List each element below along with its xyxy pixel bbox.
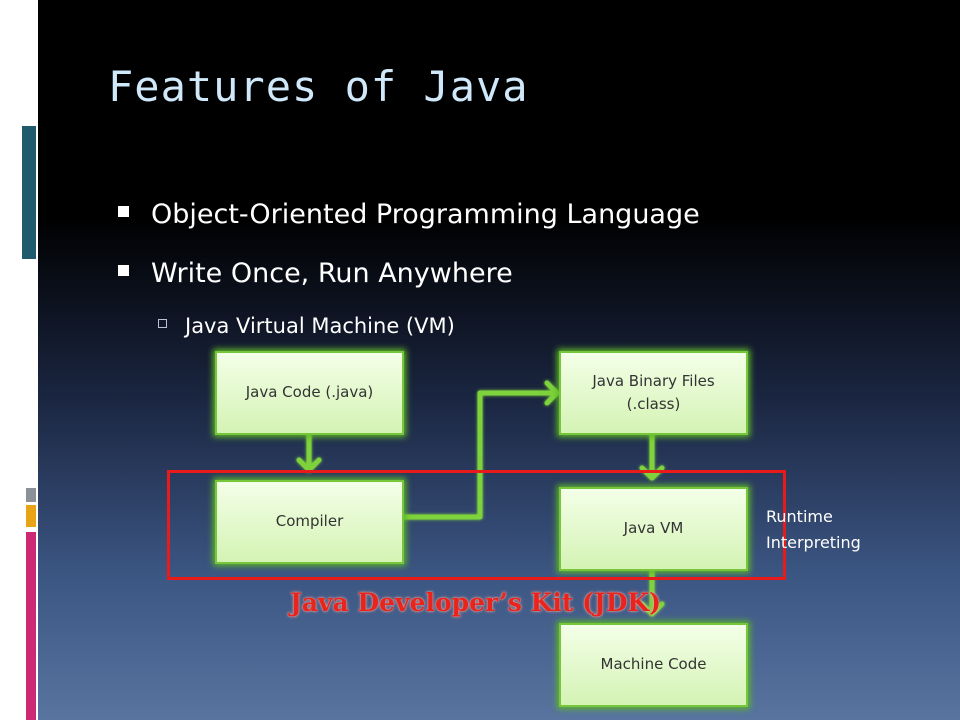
- runtime-interpreting-label: Runtime Interpreting: [766, 504, 861, 555]
- accent-bar-gray: [26, 488, 36, 502]
- java-vm-box: Java VM: [559, 487, 748, 571]
- bullet-text: Object-Oriented Programming Language: [151, 199, 700, 230]
- arrowhead-compiler-to-binary: [544, 380, 560, 406]
- hollow-square-bullet-icon: [158, 318, 167, 328]
- sub-bullet-text: Java Virtual Machine (VM): [185, 314, 455, 338]
- java-binary-files-box: Java Binary Files (.class): [559, 351, 748, 435]
- square-bullet-icon: [118, 265, 129, 276]
- binary-label-line2: (.class): [626, 395, 681, 413]
- square-bullet-icon: [118, 206, 129, 217]
- binary-label-line1: Java Binary Files: [592, 371, 715, 390]
- runtime-line2: Interpreting: [766, 532, 861, 552]
- java-code-box: Java Code (.java): [215, 351, 404, 435]
- runtime-line1: Runtime: [766, 507, 833, 526]
- java-code-label: Java Code (.java): [245, 383, 374, 402]
- machine-code-box: Machine Code: [559, 623, 748, 707]
- accent-bar-magenta: [26, 532, 36, 720]
- compiler-label: Compiler: [275, 512, 344, 531]
- accent-bar-teal: [22, 126, 36, 259]
- java-vm-label: Java VM: [623, 519, 684, 538]
- arrowhead-vm-to-machine-code: [639, 601, 665, 617]
- jdk-label: Java Developer’s Kit (JDK): [290, 588, 661, 617]
- bullet-item: Object-Oriented Programming Language: [118, 198, 700, 230]
- sub-bullet-item: Java Virtual Machine (VM): [158, 313, 455, 338]
- bullet-text: Write Once, Run Anywhere: [151, 258, 513, 289]
- jdk-frame: [167, 470, 786, 580]
- accent-bar-orange: [26, 505, 36, 527]
- compiler-box: Compiler: [215, 480, 404, 564]
- machine-code-label: Machine Code: [600, 655, 707, 674]
- arrow-compiler-to-binary: [400, 390, 560, 520]
- slide-title: Features of Java: [108, 62, 529, 111]
- bullet-item: Write Once, Run Anywhere: [118, 257, 513, 289]
